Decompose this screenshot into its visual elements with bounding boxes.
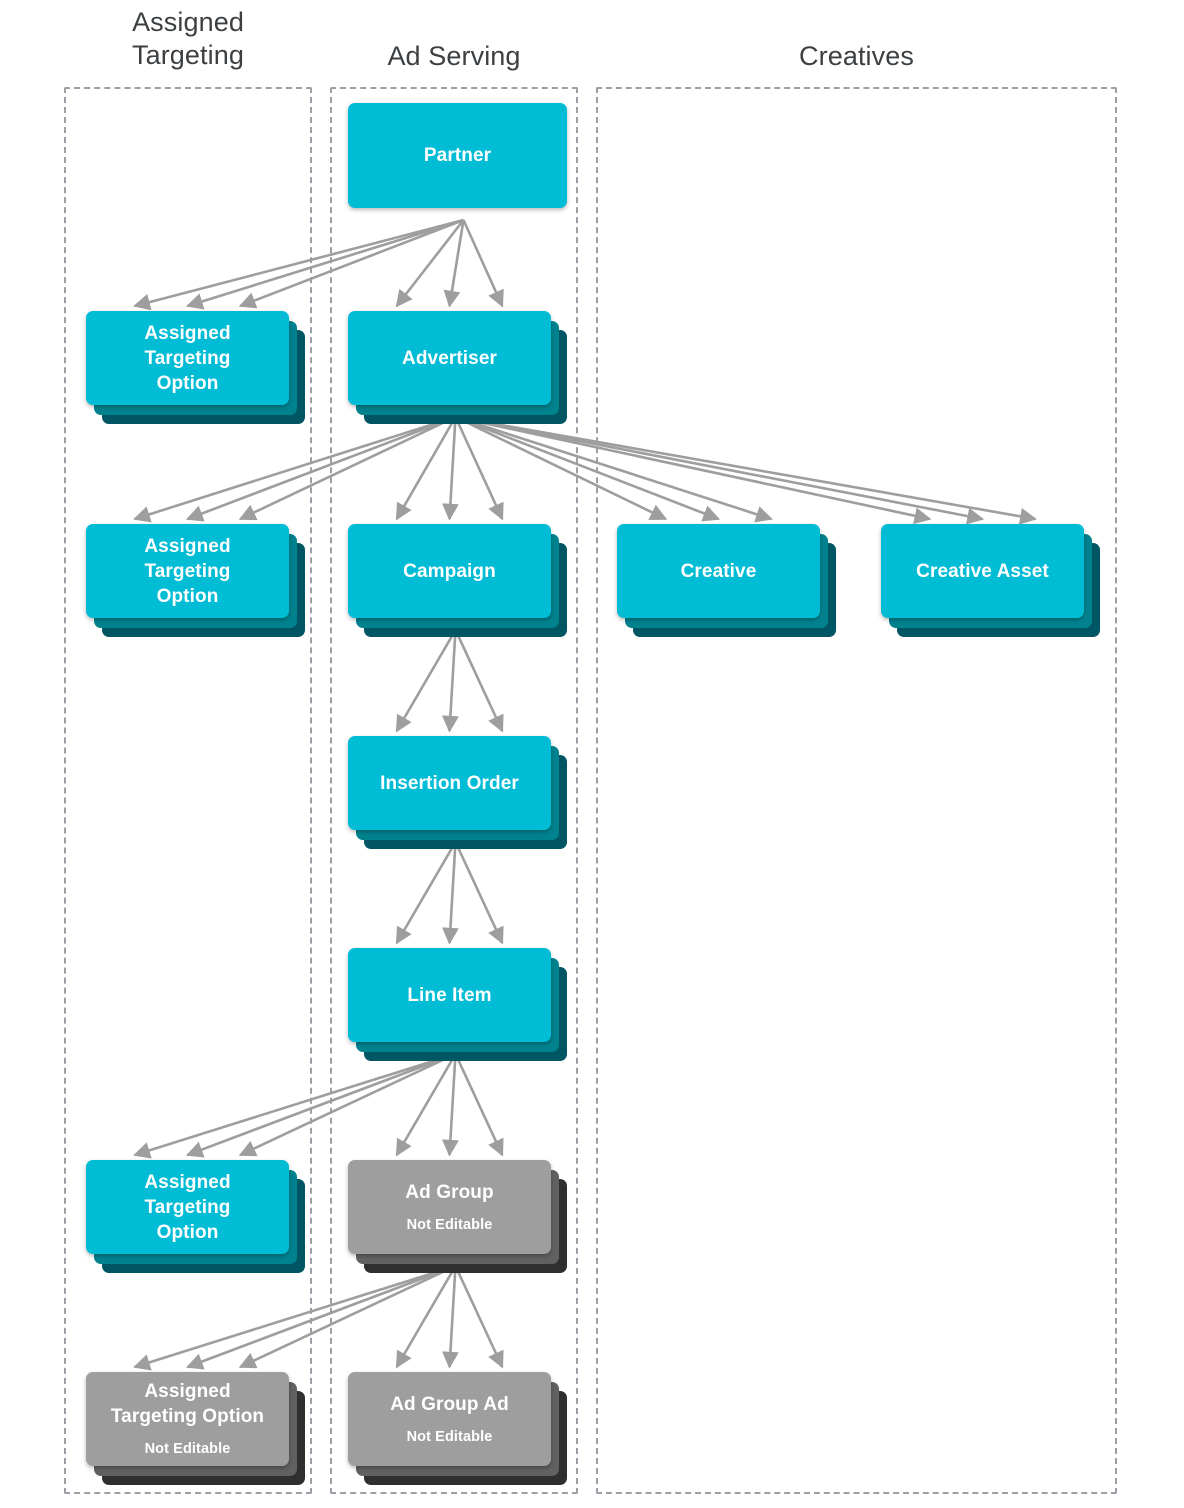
column-header-creatives: Creatives	[799, 41, 914, 71]
node-label-line-2: Targeting Option	[110, 1406, 265, 1427]
lane-creatives	[596, 87, 1117, 1494]
node-ad-group-ad[interactable]: Ad Group Ad Not Editable	[348, 1372, 567, 1485]
node-line-item-label: Line Item	[407, 984, 492, 1006]
node-insertion-order[interactable]: Insertion Order	[348, 736, 567, 849]
node-creative-label: Creative	[680, 560, 757, 582]
column-header-assigned-targeting: Assigned Targeting	[64, 6, 312, 72]
node-ad-group-ad-status: Not Editable	[406, 1428, 493, 1445]
node-ad-group-ad-label: Ad Group Ad	[390, 1393, 509, 1415]
node-creative-asset-label: Creative Asset	[916, 560, 1049, 582]
node-line-item[interactable]: Line Item	[348, 948, 567, 1061]
node-label-line-1: Assigned	[144, 1171, 231, 1193]
node-ad-group-status: Not Editable	[406, 1216, 493, 1233]
lane-assigned-targeting	[64, 87, 312, 1494]
column-header-line-2: Targeting	[132, 40, 244, 70]
node-creative[interactable]: Creative	[617, 524, 836, 637]
column-header-ad-serving: Ad Serving	[387, 41, 521, 71]
node-insertion-order-label: Insertion Order	[380, 772, 519, 794]
node-campaign-label: Campaign	[403, 560, 496, 582]
node-campaign[interactable]: Campaign	[348, 524, 567, 637]
node-label-line-1: Assigned	[144, 322, 231, 344]
column-header-line-1: Assigned	[132, 7, 244, 37]
node-advertiser-label: Advertiser	[402, 347, 497, 369]
node-status: Not Editable	[144, 1441, 231, 1457]
node-label-line-1: Assigned	[144, 1381, 231, 1402]
node-label-line-1: Assigned	[144, 535, 231, 557]
node-assigned-targeting-option-line-item[interactable]: Assigned Targeting Option	[86, 1160, 305, 1273]
node-label-line-2: Targeting	[144, 560, 231, 582]
node-advertiser[interactable]: Advertiser	[348, 311, 567, 424]
node-label-line-2: Targeting	[144, 347, 231, 369]
node-partner[interactable]: Partner	[348, 103, 567, 208]
node-partner-label: Partner	[423, 145, 492, 166]
node-assigned-targeting-option-partner[interactable]: Assigned Targeting Option	[86, 311, 305, 424]
node-label-line-3: Option	[156, 1221, 219, 1243]
node-label-line-3: Option	[156, 585, 219, 607]
node-assigned-targeting-option-ad-group[interactable]: Assigned Targeting Option Not Editable	[86, 1372, 305, 1485]
node-label-line-2: Targeting	[144, 1196, 231, 1218]
node-assigned-targeting-option-advertiser[interactable]: Assigned Targeting Option	[86, 524, 305, 637]
lane-ad-serving	[330, 87, 578, 1494]
node-label-line-3: Option	[156, 372, 219, 394]
node-ad-group[interactable]: Ad Group Not Editable	[348, 1160, 567, 1273]
node-creative-asset[interactable]: Creative Asset	[881, 524, 1100, 637]
node-ad-group-label: Ad Group	[405, 1181, 494, 1203]
